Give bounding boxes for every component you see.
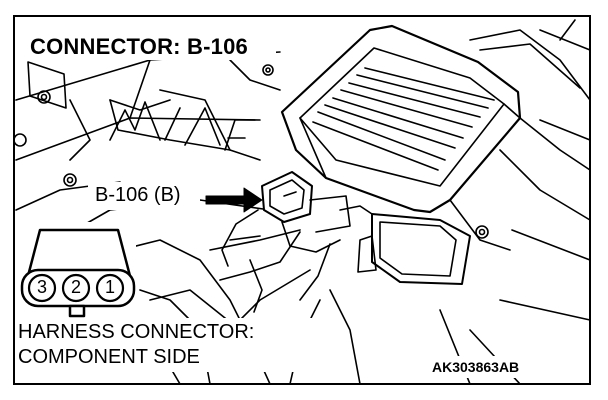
air-cleaner-housing	[280, 19, 591, 385]
sensor-bracket	[357, 213, 471, 285]
harness-connector-caption: HARNESS CONNECTOR:	[18, 321, 255, 343]
pin-label-3: 3	[36, 277, 47, 297]
pin-3	[27, 273, 57, 303]
pin-1	[95, 273, 125, 303]
component-side-caption: COMPONENT SIDE	[18, 346, 200, 368]
pin-label-1: 1	[104, 277, 115, 297]
harness-connector-symbol	[16, 222, 136, 318]
figure-code: AK303863AB	[432, 359, 520, 375]
callout-label: B-106 (B)	[95, 184, 181, 206]
engine-connector-b106	[219, 171, 373, 313]
connector-title: CONNECTOR: B-106	[30, 34, 248, 59]
pin-2	[61, 273, 91, 303]
callout-arrow	[205, 187, 263, 213]
pin-label-2: 2	[70, 277, 81, 297]
